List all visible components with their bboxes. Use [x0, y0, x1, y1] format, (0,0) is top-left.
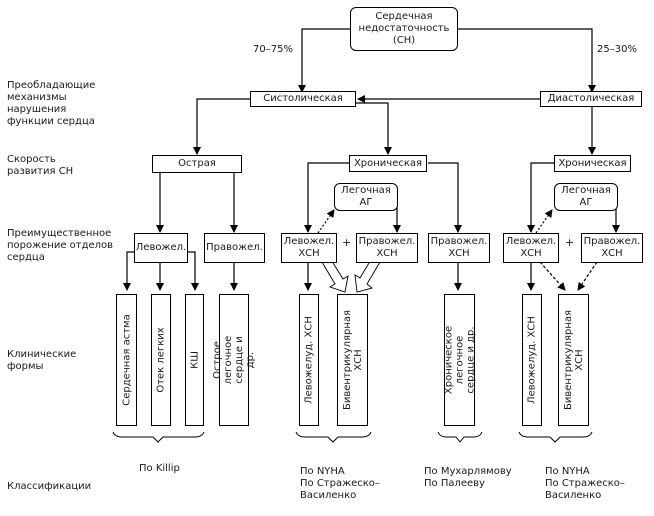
brace-nyha-diastolic — [518, 431, 593, 443]
plus-sign-systolic: + — [342, 236, 352, 249]
form-biventricular-chf: Бивентрикулярная ХСН — [337, 294, 368, 426]
class-mukharlyamov: По Мухарлямову По Палееву — [424, 466, 512, 489]
form-diast-left-chf-text: Левожелуд. ХСН — [526, 316, 538, 404]
chronic-right-box: Правожел. ХСН — [356, 233, 418, 263]
percent-systolic: 70–75% — [253, 44, 293, 55]
form-diast-left-chf: Левожелуд. ХСН — [522, 294, 542, 426]
row-label-clinical: Клинические формы — [7, 349, 77, 372]
form-cardiogenic-shock-text: КШ — [189, 351, 200, 369]
arrow-chronic-left — [304, 162, 349, 233]
diastolic-box: Диастолическая — [540, 91, 642, 107]
arrow-root-diastolic — [458, 28, 596, 93]
percent-diastolic: 25–30% — [597, 44, 637, 55]
chronic-systolic-box: Хроническая — [349, 155, 427, 172]
form-acute-cor-pulmonale: Острое легочное сердце и др. — [212, 294, 256, 426]
acute-left-box: Левожел. — [134, 233, 188, 263]
arrow-root-systolic — [298, 28, 350, 93]
diast-left-box: Левожел. ХСН — [503, 233, 559, 263]
arrow-acute-left-asthma — [123, 251, 136, 291]
form-chronic-cor-pulmonale: Хроническое легочное сердце и др. — [443, 294, 476, 426]
row-label-classifications: Классификации — [7, 481, 92, 492]
form-left-chf: Левожелуд. ХСН — [299, 294, 319, 426]
diast-right-box: Правожел. ХСН — [581, 233, 643, 263]
pulmonary-ag-systolic: Легочная АГ — [334, 183, 398, 211]
form-pulmonary-edema-text: Отек легких — [155, 327, 167, 393]
hollow-arrow-left — [321, 257, 349, 293]
row-label-speed: Скорость развития СН — [7, 154, 74, 177]
brace-killip — [112, 431, 205, 443]
form-biventricular-chf-text: Бивентрикулярная ХСН — [341, 309, 364, 411]
brace-mukharlyamov — [437, 431, 483, 443]
brace-nyha-systolic — [295, 431, 372, 443]
arrow-acute-left-shock — [186, 251, 199, 291]
row-label-mechanisms: Преобладающие механизмы нарушения функци… — [7, 80, 96, 127]
arrow-chronic-rightonly — [428, 162, 462, 233]
acute-right-box: Правожел. — [204, 233, 265, 263]
class-nyha-systolic: По NYHA По Стражеско– Василенко — [300, 466, 380, 501]
chronic-diastolic-box: Хроническая — [554, 155, 631, 172]
acute-box: Острая — [152, 155, 242, 173]
form-cardiogenic-shock: КШ — [185, 294, 204, 426]
form-diast-biventricular-chf-text: Бивентрикулярная ХСН — [562, 309, 585, 411]
arrow-left-to-ag — [317, 209, 335, 234]
form-pulmonary-edema: Отек легких — [151, 294, 171, 426]
root-heart-failure: Сердечная недостаточность (СН) — [350, 7, 458, 51]
row-label-damage: Преимущественное порожение отделов сердц… — [7, 228, 114, 263]
arrow-systolic-chronic — [355, 102, 392, 155]
arrow-systolic-acute — [193, 98, 250, 155]
chronic-left-box: Левожел. ХСН — [281, 233, 337, 263]
class-killip: По Killip — [139, 463, 180, 474]
form-left-chf-text: Левожелуд. ХСН — [303, 316, 315, 404]
form-cardiac-asthma: Сердечная астма — [116, 294, 137, 426]
form-diast-biventricular-chf: Бивентрикулярная ХСН — [558, 294, 589, 426]
systolic-box: Систолическая — [250, 91, 356, 107]
arrow-diast-left-biv — [539, 261, 566, 291]
class-nyha-diastolic: По NYHA По Стражеско– Василенко — [545, 466, 625, 501]
form-cardiac-asthma-text: Сердечная астма — [121, 314, 132, 406]
arrow-diast-left-to-ag — [535, 209, 553, 234]
form-chronic-cor-pulmonale-text: Хроническое легочное сердце и др. — [443, 325, 476, 395]
arrow-diast-right-biv — [577, 261, 598, 291]
form-acute-cor-pulmonale-text: Острое легочное сердце и др. — [212, 335, 256, 385]
arrow-diast-chronic-left — [527, 162, 554, 233]
plus-sign-diastolic: + — [565, 236, 575, 249]
chronic-right-only-box: Правожел. ХСН — [428, 233, 490, 263]
pulmonary-ag-diastolic: Легочная АГ — [554, 183, 618, 211]
hollow-arrow-right — [354, 257, 381, 293]
